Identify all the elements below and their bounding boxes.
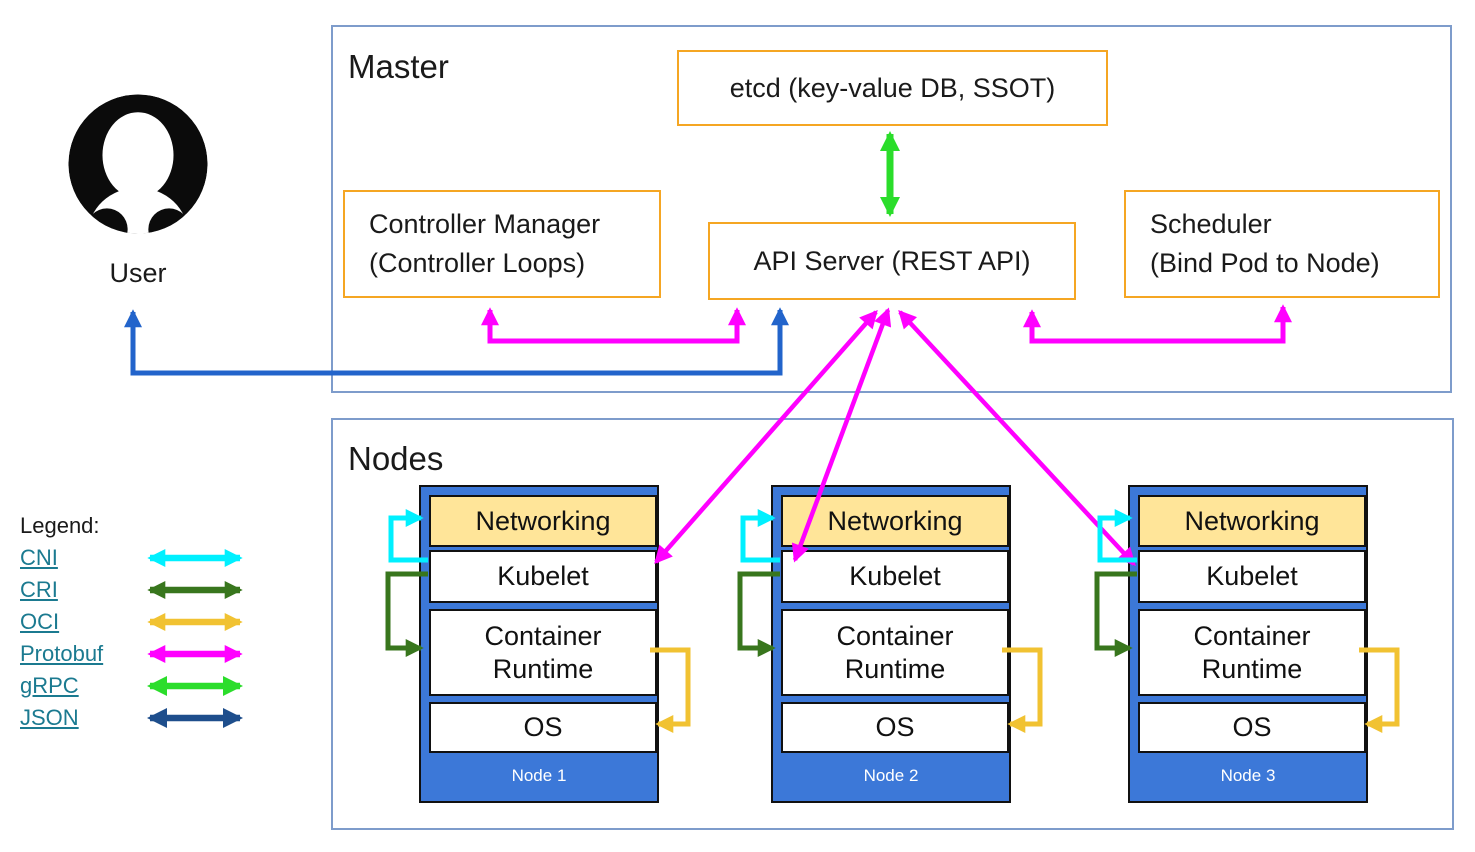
node-3-name: Node 3	[1220, 766, 1276, 785]
etcd-box: etcd (key-value DB, SSOT)	[677, 50, 1108, 126]
controller-manager-label-line2: (Controller Loops)	[369, 248, 586, 278]
node-1-name: Node 1	[511, 766, 567, 785]
node-3-kubelet-layer: Kubelet	[1138, 550, 1366, 603]
node-1-networking-layer: Networking	[429, 495, 657, 547]
os-label: OS	[875, 712, 915, 743]
node-1-kubelet-layer: Kubelet	[429, 550, 657, 603]
user-icon	[68, 94, 208, 234]
container-runtime-label: Container Runtime	[836, 621, 954, 684]
networking-label: Networking	[475, 505, 611, 536]
node-1-box: Networking Kubelet Container Runtime OS …	[419, 485, 659, 803]
controller-manager-box: Controller Manager (Controller Loops)	[343, 190, 661, 298]
node-2-container-runtime-layer: Container Runtime	[781, 609, 1009, 696]
node-3-container-runtime-layer: Container Runtime	[1138, 609, 1366, 696]
os-label: OS	[523, 712, 563, 743]
node-3-os-layer: OS	[1138, 702, 1366, 753]
legend-link-oci[interactable]: OCI	[20, 609, 60, 634]
networking-label: Networking	[1184, 505, 1320, 536]
api-server-label: API Server (REST API)	[753, 245, 1031, 276]
scheduler-label-line2: (Bind Pod to Node)	[1150, 248, 1380, 278]
master-title: Master	[348, 48, 449, 85]
legend-title: Legend:	[20, 513, 100, 538]
node-1-container-runtime-layer: Container Runtime	[429, 609, 657, 696]
user-label: User	[109, 258, 167, 288]
container-runtime-label: Container Runtime	[1193, 621, 1311, 684]
kubelet-label: Kubelet	[1206, 561, 1298, 592]
etcd-label: etcd (key-value DB, SSOT)	[729, 72, 1056, 103]
node-3-networking-layer: Networking	[1138, 495, 1366, 547]
node-2-name: Node 2	[863, 766, 919, 785]
node-2-networking-layer: Networking	[781, 495, 1009, 547]
container-runtime-label: Container Runtime	[484, 621, 602, 684]
legend-link-protobuf[interactable]: Protobuf	[20, 641, 104, 666]
networking-label: Networking	[827, 505, 963, 536]
nodes-group-box	[331, 418, 1454, 830]
os-label: OS	[1232, 712, 1272, 743]
scheduler-label-line1: Scheduler	[1150, 209, 1272, 239]
kubelet-label: Kubelet	[497, 561, 589, 592]
nodes-title: Nodes	[348, 440, 444, 477]
node-3-box: Networking Kubelet Container Runtime OS …	[1128, 485, 1368, 803]
node-2-kubelet-layer: Kubelet	[781, 550, 1009, 603]
legend-link-cni[interactable]: CNI	[20, 545, 58, 570]
controller-manager-label-line1: Controller Manager	[369, 209, 601, 239]
node-2-os-layer: OS	[781, 702, 1009, 753]
legend-link-grpc[interactable]: gRPC	[20, 673, 79, 698]
kubelet-label: Kubelet	[849, 561, 941, 592]
legend-link-cri[interactable]: CRI	[20, 577, 58, 602]
legend-link-json[interactable]: JSON	[20, 705, 79, 730]
api-server-box: API Server (REST API)	[708, 222, 1076, 300]
scheduler-box: Scheduler (Bind Pod to Node)	[1124, 190, 1440, 298]
node-1-os-layer: OS	[429, 702, 657, 753]
node-2-box: Networking Kubelet Container Runtime OS …	[771, 485, 1011, 803]
master-group-box	[331, 25, 1452, 393]
